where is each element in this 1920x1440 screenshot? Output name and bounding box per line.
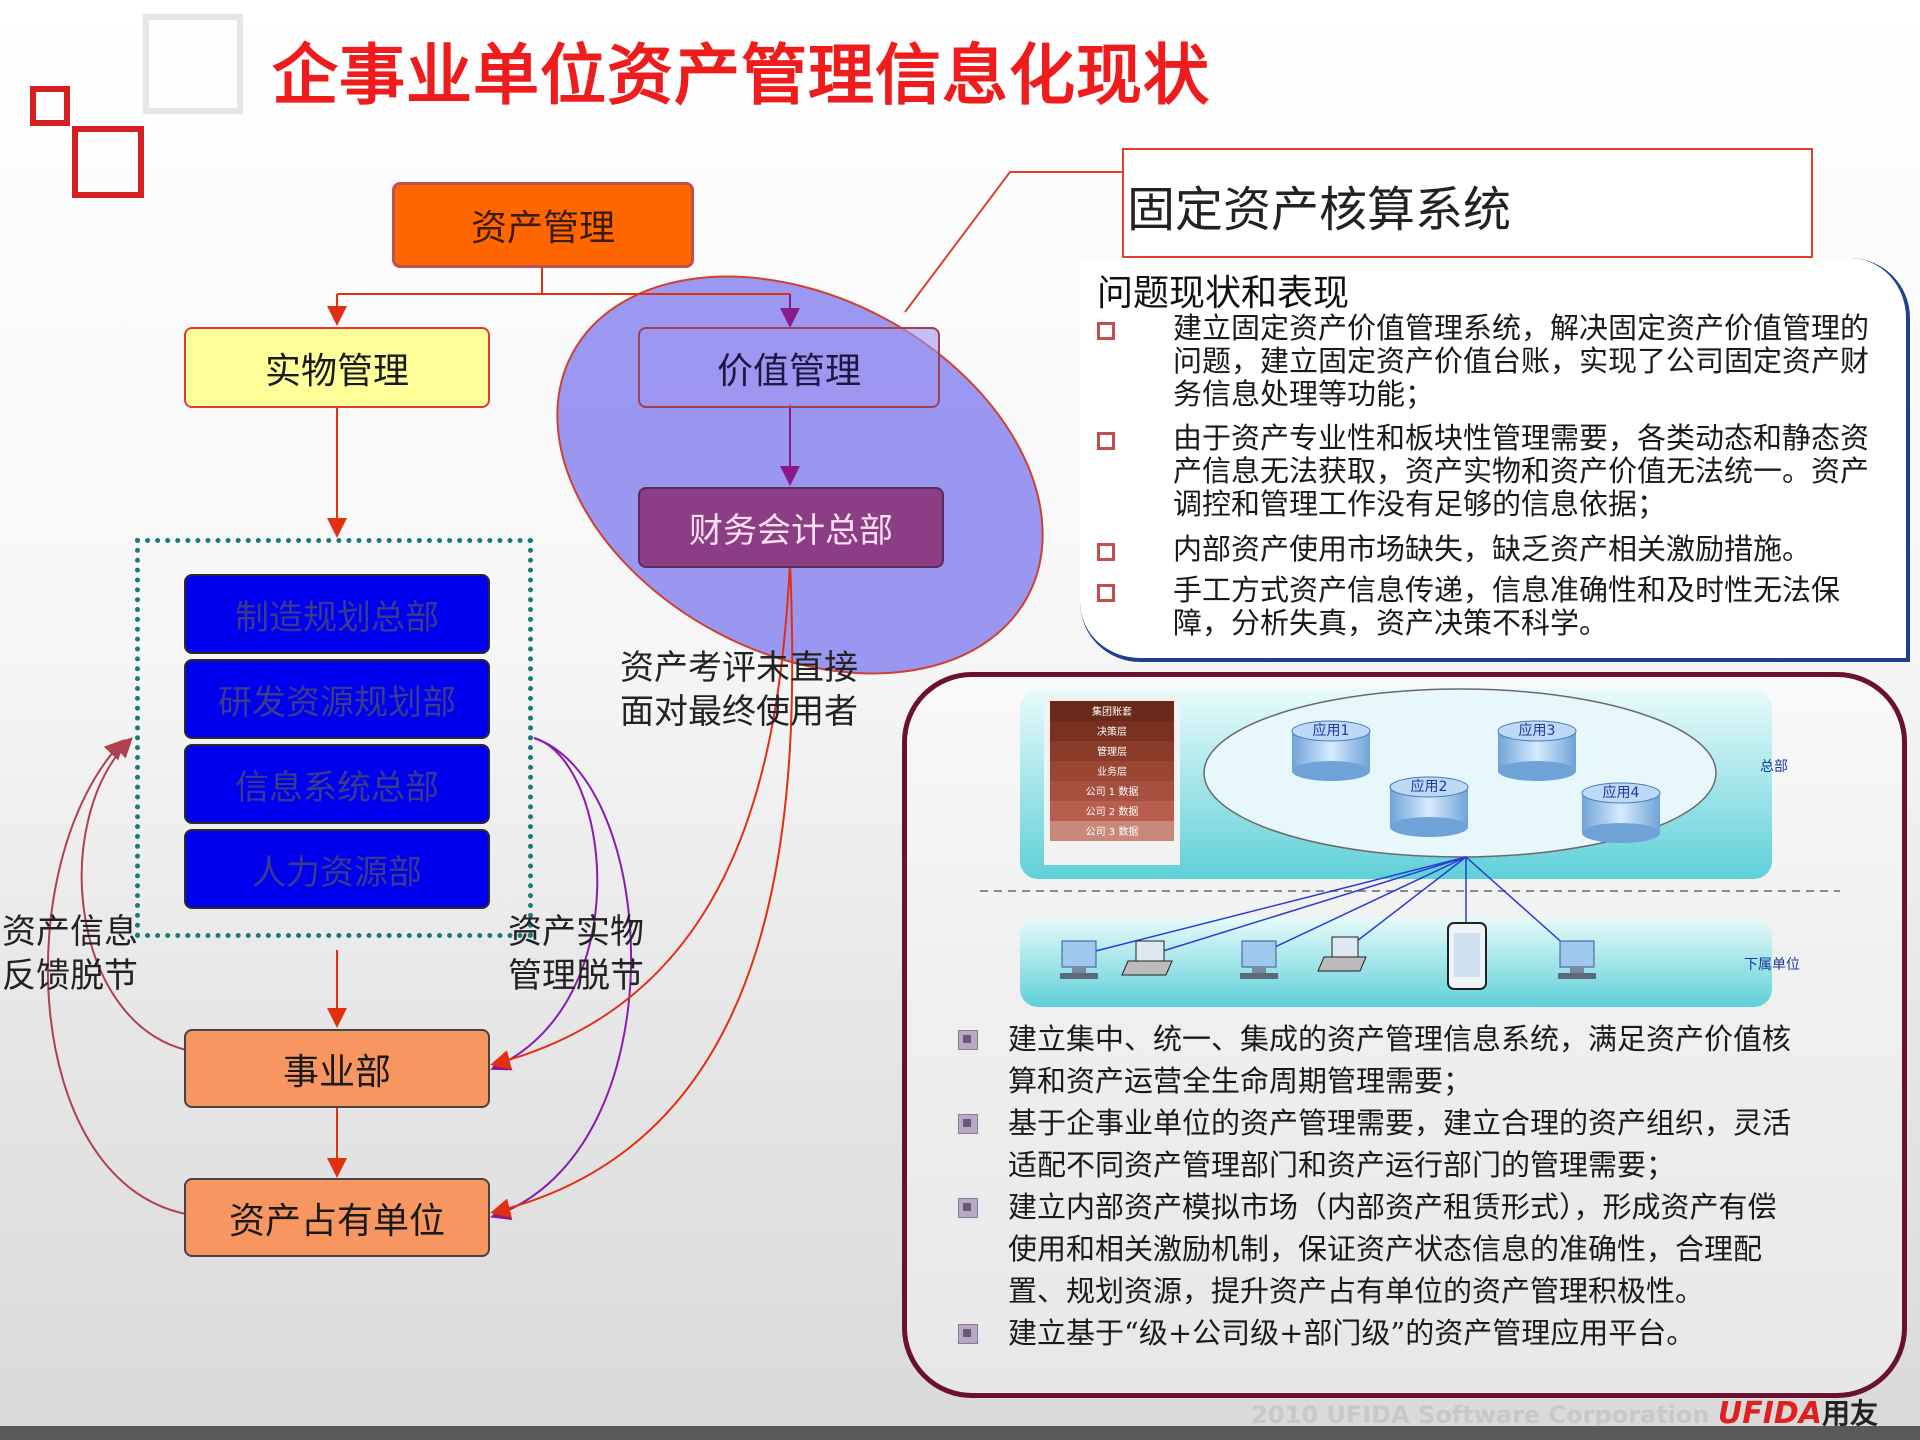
footer-text: 2010 UFIDA Software Corporation: [1251, 1401, 1710, 1429]
holding-unit-box: 资产占有单位: [184, 1178, 490, 1257]
tablet-icon: [1447, 922, 1487, 990]
finance-hq-box: 财务会计总部: [638, 487, 944, 568]
problems-heading: 问题现状和表现: [1097, 273, 1350, 314]
evaluation-gap-label: 资产考评未直接 面对最终使用者: [620, 648, 858, 732]
callout-line: [904, 171, 1122, 313]
evaluation-curve-1: [490, 561, 791, 1070]
physical-gap-label: 资产实物 管理脱节: [508, 912, 644, 996]
laptop-icon: [1121, 940, 1173, 976]
bullet-icon: [958, 1030, 978, 1050]
bottom-bar: [0, 1426, 1920, 1440]
app-label: 应用4: [1603, 784, 1640, 801]
department-group: [135, 538, 533, 938]
checkbox-icon: [1097, 322, 1115, 340]
tier-label: 管理层: [1097, 745, 1127, 758]
tier-label: 集团账套: [1092, 705, 1132, 718]
value-management-box: 价值管理: [638, 327, 940, 408]
system-title: 固定资产核算系统: [1127, 182, 1512, 238]
dept-manufacturing: 制造规划总部: [184, 574, 490, 654]
logo-square-small: [30, 86, 70, 126]
evaluation-curve-2: [490, 561, 794, 1218]
checkbox-icon: [1097, 432, 1115, 450]
feedback-curve-1: [80, 737, 187, 1051]
logo-square-gray: [143, 14, 243, 114]
subsidiary-label: 下属单位: [1744, 957, 1800, 973]
footer: 2010 UFIDA Software Corporation UFIDA用友: [1251, 1392, 1878, 1432]
problem-text: 手工方式资产信息传递，信息准确性和及时性无法保障，分析失真，资产决策不科学。: [1173, 573, 1841, 640]
tier-label: 公司 2 数据: [1086, 805, 1139, 818]
solution-text: 基于企事业单位的资产管理需要，建立合理的资产组织，灵活适配不同资产管理部门和资产…: [1008, 1106, 1792, 1182]
dept-information-systems: 信息系统总部: [184, 744, 490, 824]
problems-panel: [1080, 258, 1910, 662]
sub-zone: [1020, 917, 1772, 1007]
hq-label: 总部: [1760, 759, 1788, 775]
solution-text: 建立内部资产模拟市场（内部资产租赁形式），形成资产有偿使用和相关激励机制，保证资…: [1008, 1190, 1777, 1308]
system-box: [1122, 148, 1813, 258]
physical-gap-curve-1: [490, 737, 599, 1071]
feedback-gap-label: 资产信息 反馈脱节: [2, 912, 138, 996]
network-links: [1079, 856, 1577, 956]
physical-management-box: 实物管理: [184, 327, 490, 408]
bullet-icon: [958, 1114, 978, 1134]
tier-stack: 集团账套 决策层 管理层 业务层 公司 1 数据 公司 2 数据 公司 3 数据: [1044, 695, 1180, 865]
solution-text: 建立基于“级+公司级+部门级”的资产管理应用平台。: [1008, 1316, 1696, 1350]
checkbox-icon: [1097, 584, 1115, 602]
tier-label: 决策层: [1097, 725, 1127, 738]
business-unit-box: 事业部: [184, 1029, 490, 1108]
tier-label: 公司 1 数据: [1086, 785, 1139, 798]
desktop-icon: [1060, 940, 1098, 979]
problem-text: 由于资产专业性和板块性管理需要，各类动态和静态资产信息无法获取，资产实物和资产价…: [1173, 421, 1870, 521]
logo-square-large: [72, 126, 144, 198]
problem-text: 内部资产使用市场缺失，缺乏资产相关激励措施。: [1173, 532, 1812, 566]
footer-brand: UFIDA: [1717, 1396, 1822, 1431]
dept-human-resources: 人力资源部: [184, 829, 490, 909]
footer-brand-cn: 用友: [1821, 1397, 1878, 1430]
app-cylinder-3: 应用3: [1497, 720, 1577, 781]
app-label: 应用1: [1313, 722, 1350, 739]
app-label: 应用2: [1411, 778, 1448, 795]
network-diagram: 集团账套 决策层 管理层 业务层 公司 1 数据 公司 2 数据 公司 3 数据…: [980, 688, 1840, 1007]
solution-text: 建立集中、统一、集成的资产管理信息系统，满足资产价值核算和资产运营全生命周期管理…: [1008, 1022, 1792, 1098]
desktop-icon: [1558, 940, 1596, 979]
problem-text: 建立固定资产价值管理系统，解决固定资产价值管理的问题，建立固定资产价值台账，实现…: [1173, 311, 1870, 411]
tier-label: 业务层: [1097, 765, 1127, 778]
tier-label: 公司 3 数据: [1086, 825, 1139, 838]
checkbox-icon: [1097, 543, 1115, 561]
laptop-icon: [1317, 936, 1367, 972]
bullet-icon: [958, 1198, 978, 1218]
feedback-curve-2: [46, 739, 187, 1215]
desktop-icon: [1240, 940, 1278, 979]
bullet-icon: [958, 1324, 978, 1344]
physical-gap-curve-2: [490, 737, 633, 1221]
dept-rnd-resources: 研发资源规划部: [184, 659, 490, 739]
app-label: 应用3: [1519, 722, 1556, 739]
page-title: 企事业单位资产管理信息化现状: [272, 37, 1210, 114]
app-cylinder-2: 应用2: [1389, 776, 1469, 837]
app-cylinder-4: 应用4: [1581, 782, 1661, 843]
asset-management-box: 资产管理: [392, 182, 694, 268]
app-cylinder-1: 应用1: [1291, 720, 1371, 781]
